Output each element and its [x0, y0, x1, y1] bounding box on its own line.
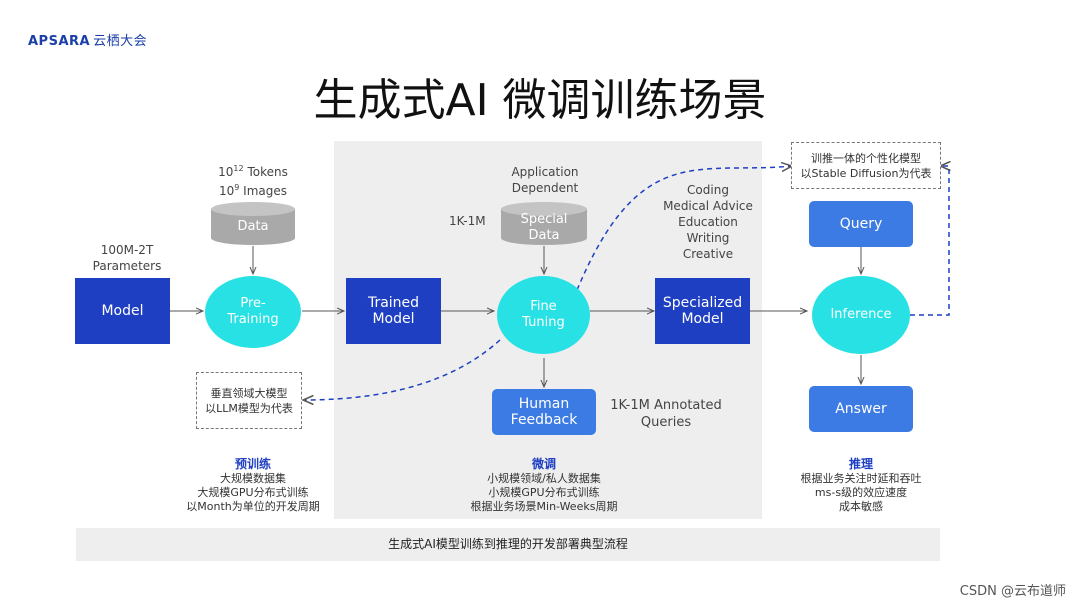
data-cylinder-label: Data	[237, 219, 269, 234]
stage-pretrain-line: 大规模GPU分布式训练	[197, 486, 309, 499]
note-sd-line-1: 训推一体的个性化模型	[811, 151, 921, 165]
note-vertical-llm: 垂直领域大模型 以LLM模型为代表	[196, 372, 302, 429]
special-data-cylinder-label: Special Data	[501, 212, 587, 244]
domain-item: Creative	[682, 247, 734, 261]
stage-inference-line: ms-s级的效应速度	[814, 486, 908, 499]
trained-model-box: Trained Model	[346, 278, 441, 344]
stage-inference-line: 成本敏感	[839, 500, 883, 513]
dashed-inference-to-sd-note	[910, 166, 949, 316]
logo-brand: APSARA	[28, 34, 91, 49]
note-llm-line-2: 以LLM模型为代表	[205, 401, 293, 415]
annotated-line-1: 1K-1M Annotated	[610, 398, 722, 413]
trained-model-label-1: Trained	[367, 295, 420, 311]
special-data-label-2: Data	[528, 228, 560, 243]
finetuning-label-2: Tuning	[522, 315, 565, 330]
images-line: 109 Images	[218, 183, 288, 198]
stage-pretrain-title: 预训练	[234, 457, 271, 471]
human-feedback-box: Human Feedback	[492, 389, 596, 435]
domain-item: Writing	[686, 231, 730, 245]
caption-bar: 生成式AI模型训练到推理的开发部署典型流程	[76, 528, 940, 561]
model-params: 100M-2T Parameters	[82, 242, 172, 274]
model-box: Model	[75, 278, 170, 344]
logo-subtitle: 云栖大会	[93, 34, 148, 49]
dashed-finetuning-to-sd-note	[576, 166, 792, 291]
domain-item: Education	[678, 215, 738, 229]
app-dep-line-2: Dependent	[511, 181, 579, 195]
specialized-label-1: Specialized	[662, 295, 743, 311]
special-data-cylinder	[501, 202, 587, 245]
human-feedback-label-1: Human	[518, 396, 570, 412]
domain-list: Coding Medical Advice Education Writing …	[658, 182, 758, 262]
specialized-model-box: Specialized Model	[655, 278, 750, 344]
stage-finetune-line: 小规模GPU分布式训练	[488, 486, 600, 499]
domain-item: Medical Advice	[663, 199, 753, 213]
annotated-queries: 1K-1M Annotated Queries	[606, 397, 726, 431]
stage-inference-line: 根据业务关注时延和吞吐	[800, 472, 922, 485]
special-data-label-1: Special	[520, 212, 568, 227]
stage-finetune-line: 小规模领域/私人数据集	[487, 472, 601, 485]
special-data-size: 1K-1M	[449, 214, 486, 228]
tokens-line: 1012 Tokens	[218, 164, 288, 179]
pretraining-label-1: Pre-	[240, 296, 266, 311]
note-sd-line-2: 以Stable Diffusion为代表	[800, 166, 932, 180]
stage-finetune-line: 根据业务场景Min-Weeks周期	[470, 500, 618, 513]
answer-box: Answer	[809, 386, 913, 432]
pretraining-label-2: Training	[227, 312, 279, 327]
finetuning-label-1: Fine	[530, 299, 557, 314]
note-stable-diffusion: 训推一体的个性化模型 以Stable Diffusion为代表	[791, 142, 941, 189]
model-params-unit: Parameters	[92, 259, 162, 273]
data-cylinder	[211, 202, 295, 245]
application-dependent: Application Dependent	[495, 164, 595, 196]
dashed-finetuning-to-llm-note	[303, 339, 501, 400]
app-dep-line-1: Application	[511, 165, 579, 179]
inference-node: Inference	[812, 276, 910, 354]
pretraining-node: Pre- Training	[205, 276, 301, 348]
page-title: 生成式AI 微调训练场景	[313, 75, 767, 126]
query-box: Query	[809, 201, 913, 247]
finetuning-node: Fine Tuning	[497, 276, 590, 354]
specialized-label-2: Model	[681, 311, 724, 327]
note-llm-line-1: 垂直领域大模型	[210, 386, 288, 400]
watermark: CSDN @云布道师	[959, 584, 1066, 599]
human-feedback-label-2: Feedback	[510, 412, 578, 428]
domain-item: Coding	[687, 183, 729, 197]
stage-pretrain-line: 大规模数据集	[220, 472, 286, 485]
stage-inference: 推理 根据业务关注时延和吞吐 ms-s级的效应速度 成本敏感	[776, 455, 946, 514]
pretrain-data-size: 1012 Tokens 109 Images	[198, 161, 308, 199]
stage-finetune-title: 微调	[531, 457, 556, 471]
stage-pretrain-line: 以Month为单位的开发周期	[186, 500, 320, 513]
stage-finetune: 微调 小规模领域/私人数据集 小规模GPU分布式训练 根据业务场景Min-Wee…	[459, 455, 629, 514]
annotated-line-2: Queries	[640, 415, 692, 430]
model-params-range: 100M-2T	[100, 243, 154, 257]
trained-model-label-2: Model	[372, 311, 415, 327]
stage-inference-title: 推理	[848, 457, 873, 471]
stage-pretrain: 预训练 大规模数据集 大规模GPU分布式训练 以Month为单位的开发周期	[168, 455, 338, 514]
